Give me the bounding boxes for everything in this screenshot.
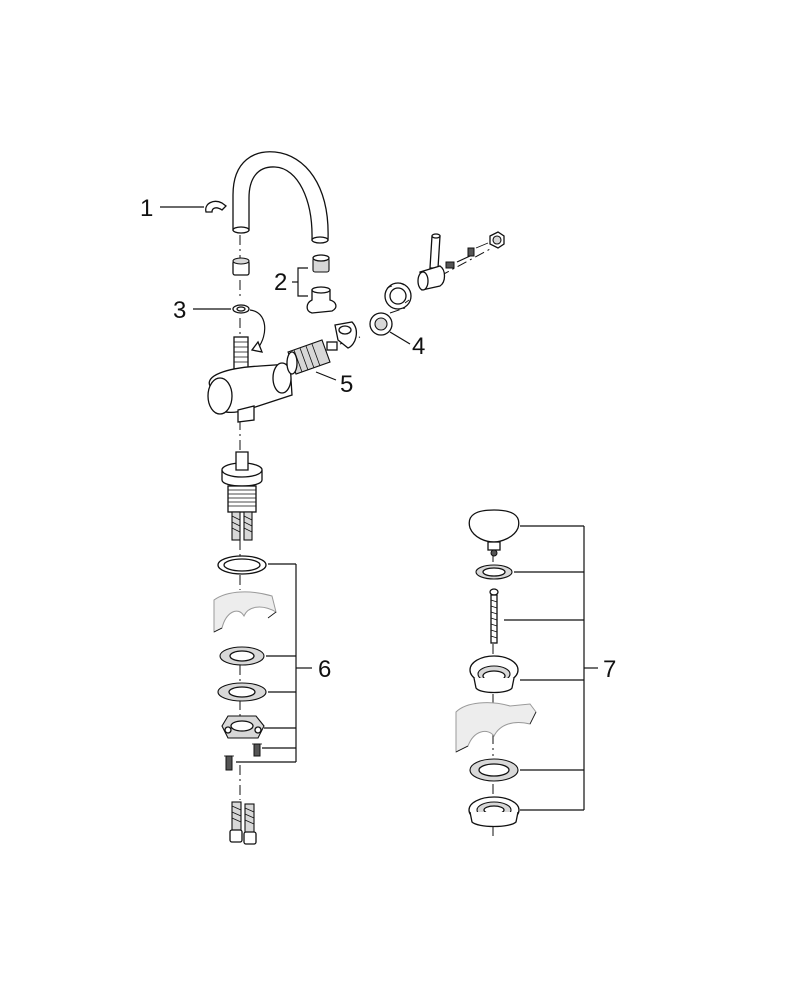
callout-6-bracket <box>236 563 312 763</box>
mounting-screws <box>224 743 262 771</box>
callout-label-1: 1 <box>140 195 153 222</box>
rotation-arrow <box>249 309 266 353</box>
waste-flange <box>469 655 519 694</box>
spout-nut <box>232 257 250 276</box>
callout-5: 5 <box>315 371 353 398</box>
nut-ring-part-4 <box>369 312 393 336</box>
clip-part-1 <box>205 200 227 213</box>
lever-handle <box>417 233 446 291</box>
faucet-body <box>207 336 293 423</box>
sink-section-left <box>213 591 277 633</box>
handle-axis-line <box>339 247 493 345</box>
waste-rod <box>489 588 499 644</box>
callout-7: 7 <box>603 656 616 683</box>
flex-hoses-lower <box>229 801 257 845</box>
callout-7-bracket <box>504 525 598 811</box>
plug-seal-ring <box>475 564 513 580</box>
gasket-ring-top <box>217 555 267 575</box>
callout-3: 3 <box>173 297 231 324</box>
collar <box>384 282 412 310</box>
spout <box>232 151 329 244</box>
callout-label-3: 3 <box>173 297 186 324</box>
waste-body-nut <box>468 796 520 828</box>
flex-hoses-upper <box>231 511 253 541</box>
callout-label-5: 5 <box>340 371 353 398</box>
cap-dome <box>334 321 358 349</box>
hex-cap-nut <box>489 231 505 249</box>
callout-label-6: 6 <box>318 656 331 683</box>
handle-screws <box>445 242 489 269</box>
o-ring-part-3 <box>232 304 250 314</box>
callout-4: 4 <box>389 331 425 360</box>
washer-top <box>219 646 265 666</box>
popup-plug <box>468 509 520 557</box>
waste-gasket <box>469 758 519 782</box>
callout-label-7: 7 <box>603 656 616 683</box>
threaded-shank <box>221 451 263 513</box>
callout-1: 1 <box>140 195 204 222</box>
callout-label-2: 2 <box>274 269 287 296</box>
washer-bottom <box>217 682 267 702</box>
sink-section-right <box>455 702 537 753</box>
mounting-plate <box>221 715 265 739</box>
callout-2: 2 <box>274 267 308 297</box>
aerator-part-2 <box>306 254 337 314</box>
cartridge-part-5 <box>286 339 338 375</box>
callout-label-4: 4 <box>412 333 425 360</box>
callout-6: 6 <box>318 656 331 683</box>
